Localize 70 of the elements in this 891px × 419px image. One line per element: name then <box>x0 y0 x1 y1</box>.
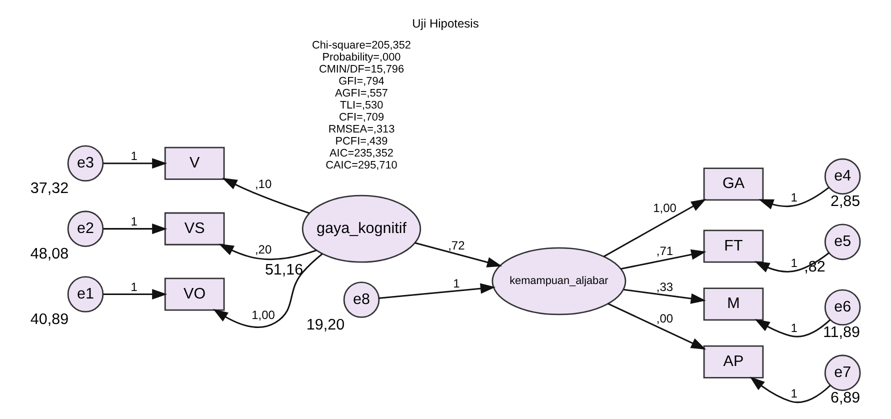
arrow <box>222 177 310 214</box>
label: TLI=,530 <box>340 98 384 111</box>
node-label: 11,89 <box>822 324 860 341</box>
node-label: 48,08 <box>30 244 69 262</box>
node-box: GA <box>703 167 764 200</box>
node-label: 37,32 <box>30 180 69 197</box>
arrow <box>414 242 502 267</box>
edge-label: ,71 <box>656 243 674 258</box>
node-box: V <box>164 146 225 180</box>
edge-label: 1 <box>790 320 798 335</box>
arrow <box>754 318 830 337</box>
arrow <box>620 248 706 270</box>
label: Chi-square=205,352 <box>312 38 411 51</box>
arrow <box>750 376 831 403</box>
arrow <box>378 282 496 298</box>
node-circle: e1 <box>67 276 104 312</box>
node-circle: e3 <box>67 144 104 182</box>
node-circle: e8 <box>343 281 380 318</box>
label: AGFI=,557 <box>335 86 388 99</box>
node-box: VS <box>164 212 225 245</box>
edge-label: 1 <box>790 386 798 400</box>
arrow <box>103 158 168 168</box>
arrow <box>624 288 706 304</box>
edge-label: 1 <box>130 214 138 228</box>
node-box: AP <box>703 344 764 378</box>
label: GFI=,794 <box>338 74 384 87</box>
label: CAIC=295,710 <box>326 158 398 171</box>
arrow <box>604 198 706 257</box>
edge-label: 1 <box>130 148 138 162</box>
edge-label: 1,00 <box>653 200 676 215</box>
node-circle: e5 <box>824 223 861 260</box>
node-box: M <box>703 287 764 320</box>
label: AIC=235,352 <box>330 146 394 159</box>
edge-label: ,20 <box>254 242 272 256</box>
node-label: 51,16 <box>264 260 304 278</box>
node-circle: e7 <box>824 354 861 390</box>
arrow <box>103 288 168 300</box>
arrow <box>608 302 706 350</box>
node-label: 40,89 <box>30 310 69 328</box>
arrow <box>758 186 830 209</box>
edge-label: 1 <box>790 255 798 270</box>
node-label: ,82 <box>804 258 826 276</box>
node-box: FT <box>703 229 764 262</box>
edge-label: ,72 <box>448 238 465 252</box>
arrow <box>218 243 317 260</box>
diagram-title: Uji Hipotesis <box>412 16 479 30</box>
node-circle: e4 <box>824 158 861 194</box>
edge-label: 1 <box>790 190 798 204</box>
edge-label: ,33 <box>656 279 674 294</box>
node-circle: e6 <box>824 288 861 326</box>
node-label: 19,20 <box>306 316 345 333</box>
label: CFI=,709 <box>338 110 384 123</box>
node-ellipse: gaya_kognitif <box>302 194 422 262</box>
label: Probability=,000 <box>322 50 401 63</box>
edge-label: 1 <box>130 279 138 294</box>
node-circle: e2 <box>67 210 104 246</box>
edge-label: ,00 <box>656 310 674 325</box>
node-box: VO <box>164 277 225 310</box>
arrow <box>754 252 830 272</box>
label: RMSEA=,313 <box>328 122 395 135</box>
edge-label: 1,00 <box>252 308 275 322</box>
node-label: 6,89 <box>830 388 860 406</box>
arrow <box>103 223 168 234</box>
node-ellipse: kemampuan_aljabar <box>492 246 626 315</box>
label: PCFI=,439 <box>335 134 388 147</box>
edge-label: 1 <box>453 276 460 290</box>
arrow <box>212 252 323 328</box>
label: CMIN/DF=15,796 <box>318 62 404 75</box>
node-label: 2,85 <box>830 192 860 210</box>
edge-label: ,10 <box>254 176 272 191</box>
